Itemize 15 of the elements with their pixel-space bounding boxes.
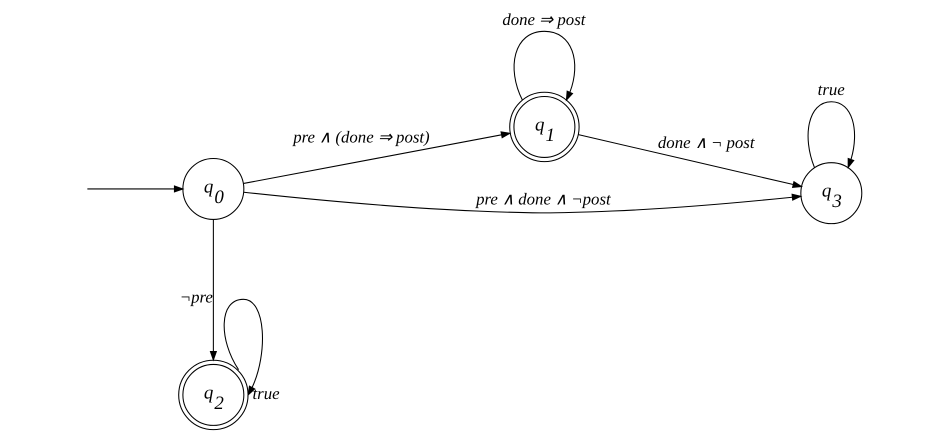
edge-label: done ∧ ¬ post: [658, 132, 755, 152]
arrow: [224, 298, 263, 396]
edge-label: pre ∧ done ∧ ¬post: [476, 190, 611, 208]
arrow: [578, 134, 804, 188]
arrow: [808, 101, 856, 169]
arrow: [514, 30, 576, 102]
edge-label: true: [252, 384, 280, 403]
arrow: [87, 185, 184, 193]
edge-label: pre ∧ (done ⇒ post): [293, 127, 430, 146]
edge-label: ¬pre: [180, 288, 213, 307]
arrow: [244, 192, 802, 214]
arrow: [244, 131, 512, 184]
edge-label: true: [818, 80, 845, 100]
arrow: [210, 220, 218, 362]
edge-label: done ⇒ post: [502, 10, 586, 29]
